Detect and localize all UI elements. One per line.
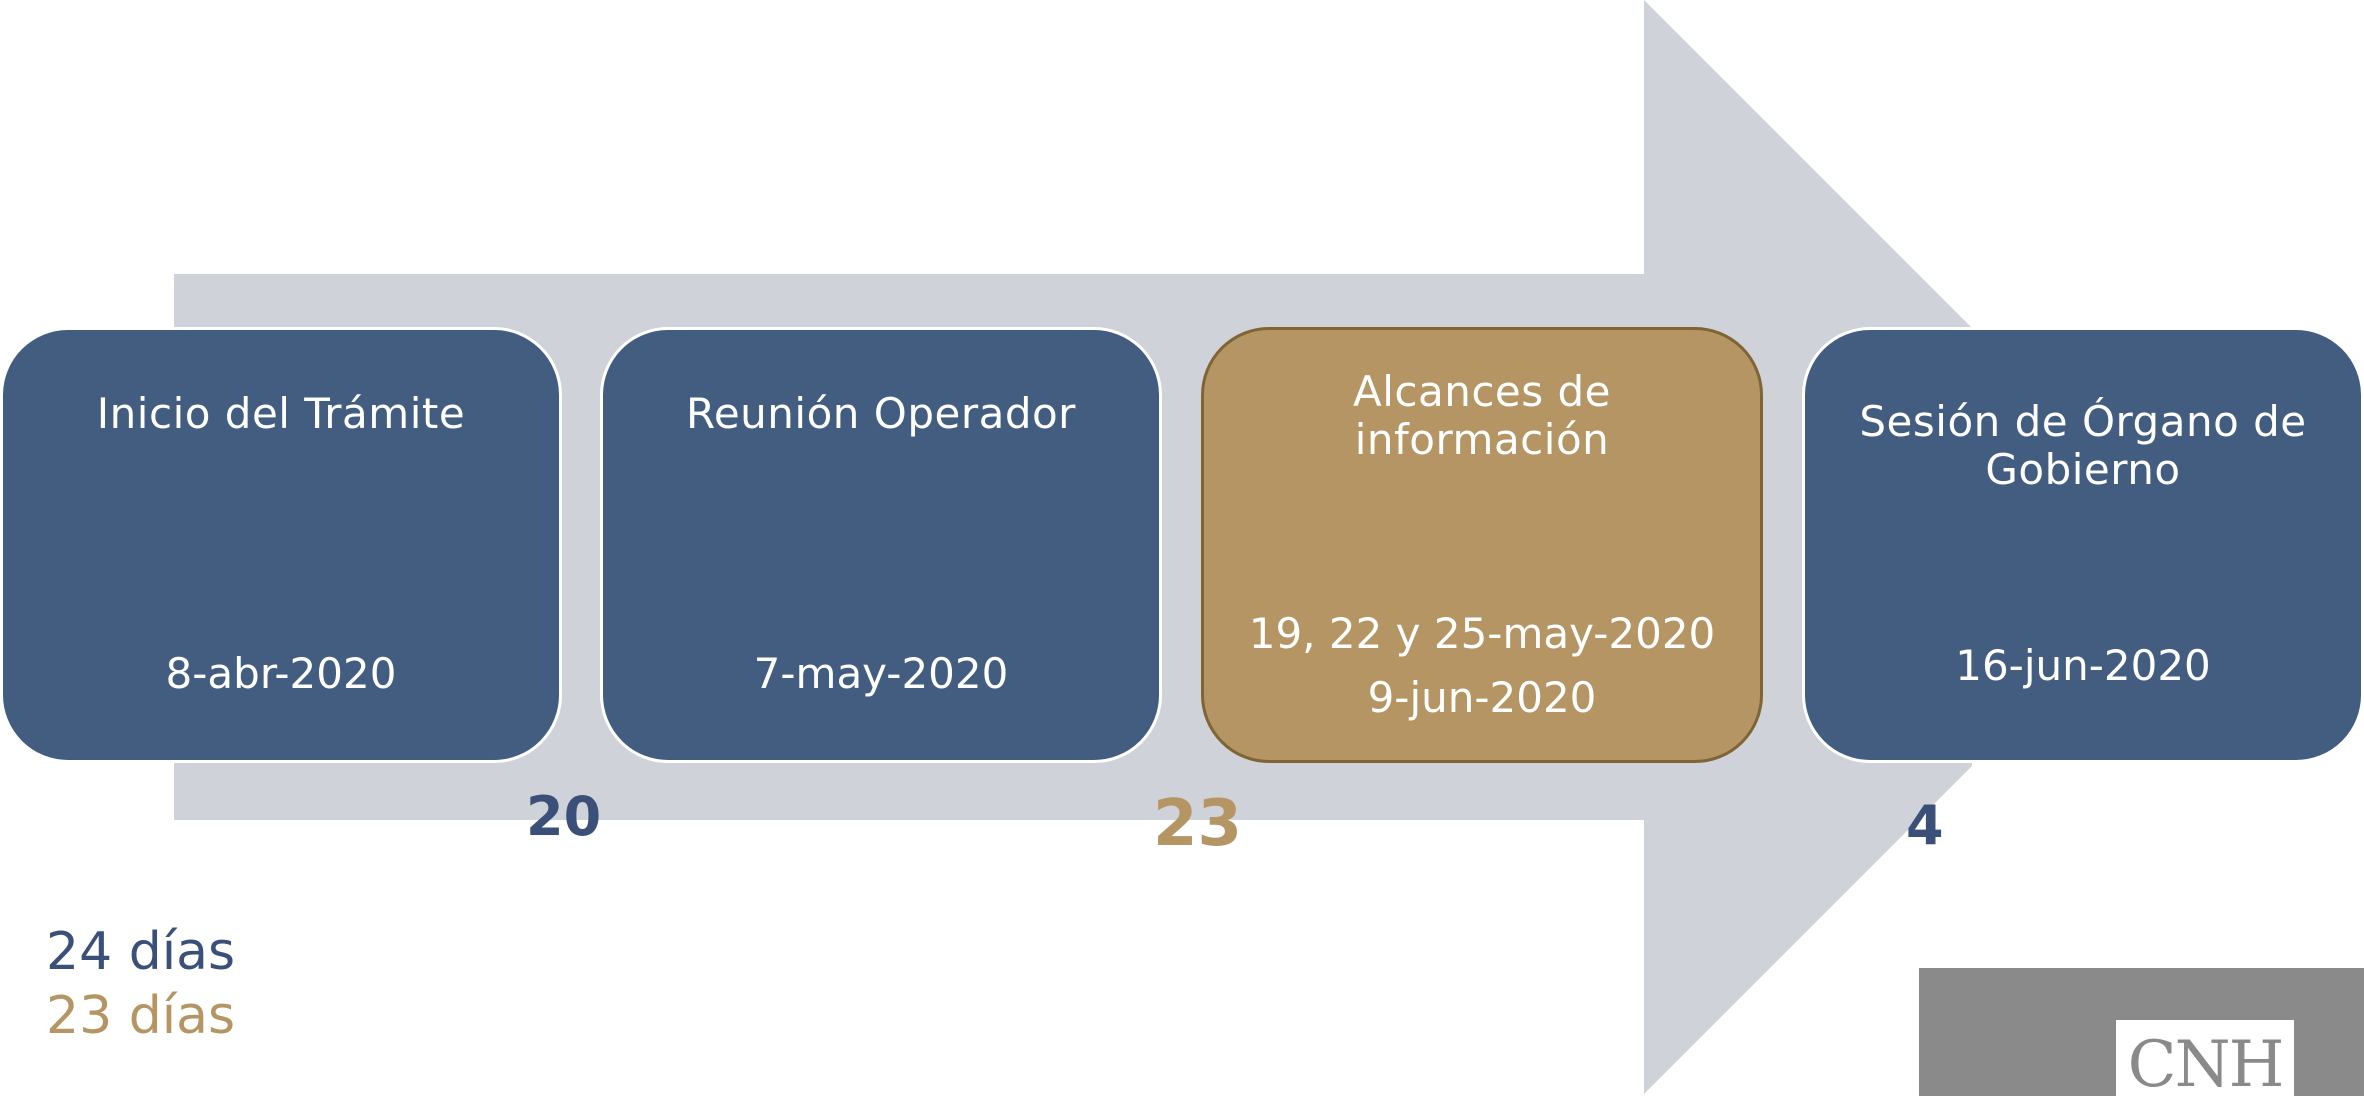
step-date-2: 9-jun-2020 xyxy=(1367,673,1597,722)
day-count-2: 23 xyxy=(1153,787,1243,861)
step-title: Reunión Operador xyxy=(686,389,1076,438)
step-title: Inicio del Trámite xyxy=(96,389,466,438)
step-reunion-operador: Reunión Operador 7-may-2020 xyxy=(600,327,1162,763)
step-title-line-2: Gobierno xyxy=(1985,445,2181,494)
cnh-logo-text: CNH xyxy=(2127,1028,2285,1096)
legend-gold-days: 23 días xyxy=(46,986,236,1046)
step-date: 7-may-2020 xyxy=(753,649,1009,698)
day-count-3: 4 xyxy=(1906,794,1944,857)
step-title-line-2: información xyxy=(1354,415,1610,464)
step-date: 8-abr-2020 xyxy=(165,649,397,698)
step-title-line-1: Alcances de xyxy=(1352,367,1611,416)
day-count-1: 20 xyxy=(526,785,602,848)
logo-band: CNH xyxy=(1919,968,2364,1096)
legend-blue-days: 24 días xyxy=(46,922,236,982)
cnh-logo: CNH xyxy=(2116,1020,2294,1096)
step-inicio-del-tramite: Inicio del Trámite 8-abr-2020 xyxy=(0,327,562,763)
step-alcances-de-informacion: Alcances de información 19, 22 y 25-may-… xyxy=(1201,327,1763,763)
step-sesion-organo-de-gobierno: Sesión de Órgano de Gobierno 16-jun-2020 xyxy=(1802,327,2364,763)
step-date-1: 19, 22 y 25-may-2020 xyxy=(1248,609,1716,658)
step-title-line-1: Sesión de Órgano de xyxy=(1859,397,2307,446)
step-date: 16-jun-2020 xyxy=(1955,641,2211,690)
